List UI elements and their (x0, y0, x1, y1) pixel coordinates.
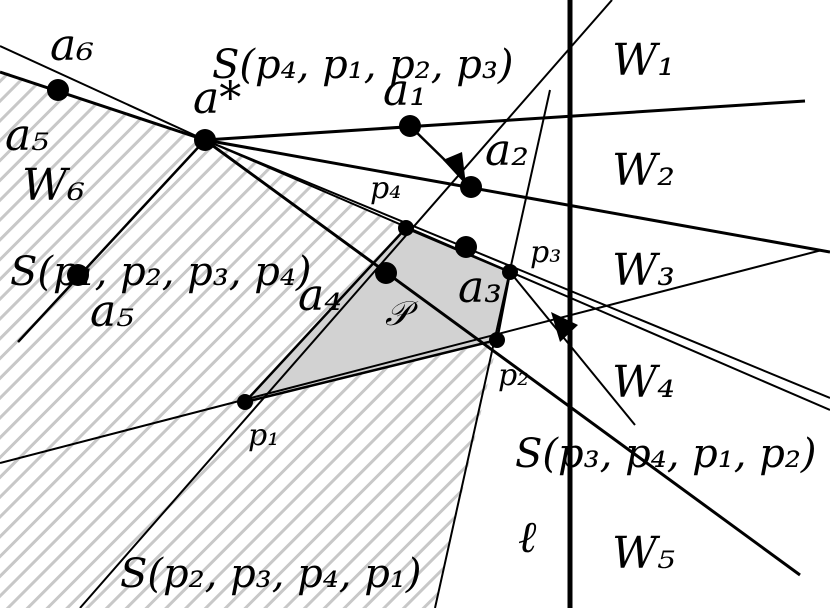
arrow-a1-a2-head (443, 152, 466, 185)
label-a1: a₁ (383, 65, 427, 116)
point-p1 (237, 394, 253, 410)
label-a5-bottom: a₅ (90, 286, 134, 337)
label-a4: a₄ (298, 270, 342, 321)
arrow-right-head (551, 312, 578, 342)
label-a6: a₆ (50, 20, 94, 71)
label-w4: W₄ (612, 357, 675, 408)
line-p3-p2-extended (434, 89, 551, 608)
label-p1: p₁ (248, 418, 279, 453)
line-astar-a3-1 (204, 139, 830, 399)
label-ell: ℓ (518, 512, 537, 563)
label-a-star: a* (193, 73, 241, 124)
point-p2 (489, 332, 505, 348)
label-a3: a₃ (458, 262, 502, 313)
line-p1-p4-extended (79, 0, 613, 608)
point-a5 (67, 264, 89, 286)
label-s-right: S(p₃, p₄, p₁, p₂) (515, 431, 816, 477)
label-a2: a₂ (485, 125, 529, 176)
point-a3 (455, 236, 477, 258)
line-astar-a1 (204, 99, 806, 142)
label-w3: W₃ (612, 245, 675, 296)
label-s-left: S(p₁, p₂, p₃, p₄) (10, 249, 311, 295)
point-a2 (460, 176, 482, 198)
label-p2: p₂ (498, 358, 529, 393)
point-a6 (47, 79, 69, 101)
label-p4: p₄ (370, 171, 401, 206)
label-w2: W₂ (612, 145, 675, 196)
line-astar-a4 (204, 138, 801, 577)
point-a4 (375, 262, 397, 284)
point-p3 (502, 264, 518, 280)
label-s-top: S(p₄, p₁, p₂, p₃) (212, 42, 513, 88)
line-upper-left (0, 45, 206, 141)
line-p1-p2-extended (0, 249, 823, 464)
label-w5: W₅ (612, 528, 675, 579)
label-s-bottom: S(p₂, p₃, p₄, p₁) (120, 551, 421, 597)
line-a5-diagonal (17, 139, 206, 343)
point-a-star (194, 129, 216, 151)
point-p4 (398, 220, 414, 236)
label-p3: p₃ (530, 235, 561, 270)
line-astar-a3-2 (204, 139, 830, 411)
hatched-region (0, 70, 510, 608)
label-w1: W₁ (612, 35, 675, 86)
line-astar-a2 (204, 138, 830, 254)
point-a1 (399, 115, 421, 137)
label-w6: W₆ (22, 160, 85, 211)
label-a5-top: a₅ (5, 110, 49, 161)
line-a6-astar (0, 70, 206, 142)
